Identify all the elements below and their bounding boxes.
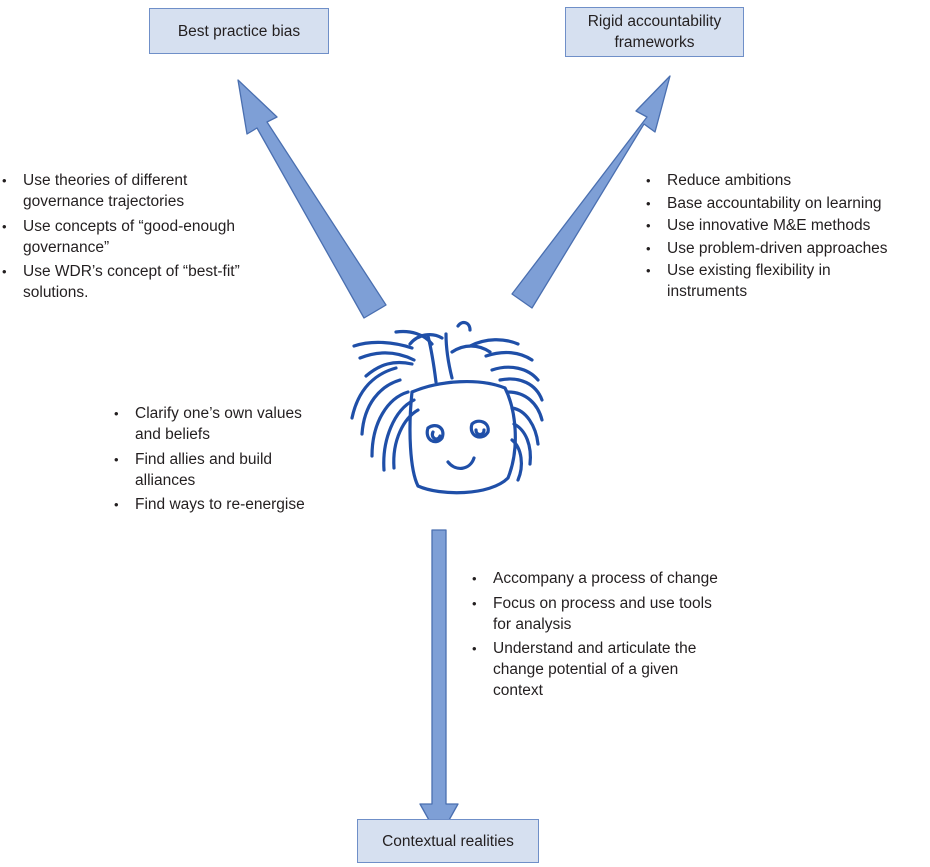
list-item-line: Use theories of different bbox=[23, 172, 188, 189]
list-item-line: Focus on process and use tools bbox=[493, 594, 712, 612]
list-item-line: for analysis bbox=[493, 615, 572, 633]
list-item: Use problem-driven approaches bbox=[646, 238, 930, 259]
list-item-line: Reduce ambitions bbox=[667, 172, 792, 189]
list-item: Base accountability on learning bbox=[646, 193, 930, 214]
list-item-line: Use problem-driven approaches bbox=[667, 239, 888, 257]
list-item-line: Understand and articulate the bbox=[493, 640, 697, 657]
arrow-to-best-practice-bias bbox=[237, 79, 387, 319]
list-item-line: Find ways to re-energise bbox=[135, 496, 305, 513]
list-item-line: governance trajectories bbox=[23, 193, 185, 210]
list-item: Find allies and build alliances bbox=[114, 449, 344, 491]
arrow-to-contextual-realities bbox=[419, 529, 459, 839]
list-item: Clarify one’s own values and beliefs bbox=[114, 403, 344, 445]
list-item: Understand and articulate the change pot… bbox=[472, 638, 772, 701]
list-item-line: change potential of a given bbox=[493, 661, 679, 678]
list-item-line: Use WDR’s concept of “best-fit” bbox=[23, 263, 240, 280]
list-item: Focus on process and use tools for analy… bbox=[472, 593, 772, 635]
hand-drawn-face-icon bbox=[350, 320, 544, 495]
box-rigid-accountability-label-line-1: Rigid accountability bbox=[587, 13, 722, 30]
list-item: Reduce ambitions bbox=[646, 170, 930, 191]
personal-strategies-list: Clarify one’s own values and beliefs Fin… bbox=[114, 403, 344, 519]
list-item-line: context bbox=[493, 682, 543, 699]
arrow-to-rigid-accountability bbox=[511, 75, 671, 309]
best-practice-strategies-list: Use theories of different governance tra… bbox=[2, 170, 302, 307]
list-item: Use WDR’s concept of “best-fit” solution… bbox=[2, 261, 302, 303]
list-item-line: Use innovative M&E methods bbox=[667, 217, 871, 234]
box-rigid-accountability-frameworks: Rigid accountability frameworks bbox=[565, 7, 744, 57]
box-best-practice-bias: Best practice bias bbox=[149, 8, 329, 54]
box-contextual-realities: Contextual realities bbox=[357, 819, 539, 863]
list-item: Use concepts of “good-enough governance” bbox=[2, 216, 302, 258]
list-item-line: solutions. bbox=[23, 284, 89, 301]
box-contextual-realities-label: Contextual realities bbox=[382, 832, 514, 850]
list-item-line: Use concepts of “good-enough bbox=[23, 217, 235, 235]
list-item-line: governance” bbox=[23, 238, 110, 256]
list-item-line: Clarify one’s own values bbox=[135, 405, 302, 422]
accountability-strategies-list: Reduce ambitions Base accountability on … bbox=[646, 170, 930, 304]
box-rigid-accountability-label-line-2: frameworks bbox=[614, 34, 695, 51]
box-best-practice-bias-label: Best practice bias bbox=[177, 22, 301, 40]
list-item-line: Base accountability on learning bbox=[667, 194, 882, 212]
list-item-line: Find allies and build bbox=[135, 450, 273, 468]
list-item: Use existing flexibility in instruments bbox=[646, 260, 930, 302]
list-item-line: Use existing flexibility in bbox=[667, 262, 831, 279]
list-item-line: Accompany a process of change bbox=[493, 570, 718, 587]
contextual-strategies-list: Accompany a process of change Focus on p… bbox=[472, 568, 772, 705]
list-item: Use innovative M&E methods bbox=[646, 215, 930, 236]
list-item: Use theories of different governance tra… bbox=[2, 170, 302, 212]
list-item: Find ways to re-energise bbox=[114, 494, 344, 515]
list-item-line: and beliefs bbox=[135, 426, 210, 443]
list-item-line: alliances bbox=[135, 471, 196, 489]
list-item-line: instruments bbox=[667, 283, 748, 300]
list-item: Accompany a process of change bbox=[472, 568, 772, 589]
